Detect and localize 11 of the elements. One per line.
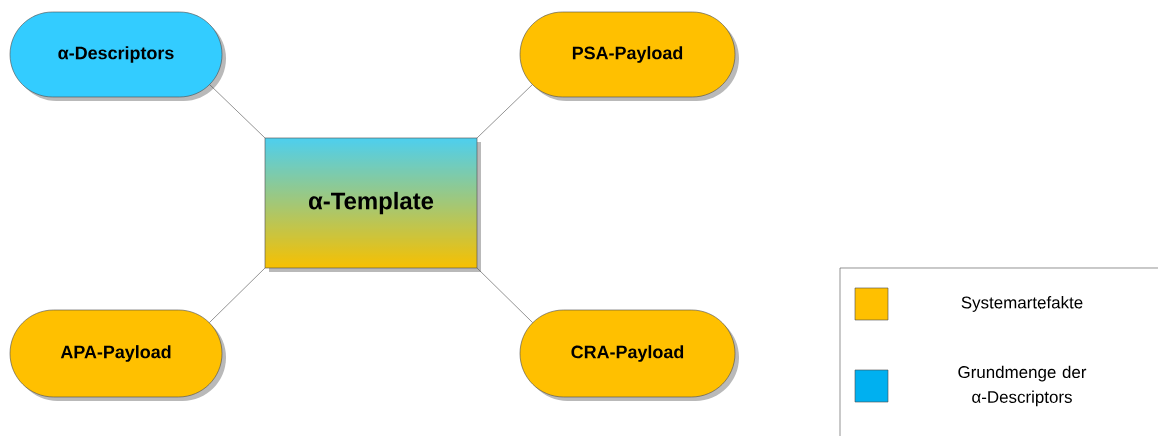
connector-line: [209, 84, 266, 139]
payload-pill: APA-Payload: [9, 309, 226, 401]
connector-line: [208, 267, 266, 324]
connector-line: [476, 84, 533, 139]
legend-label: Systemartefakte: [961, 296, 1083, 312]
payload-pill: PSA-Payload: [519, 11, 739, 101]
legend-label: Grundmenge der α-Descriptors: [958, 365, 1087, 407]
connector-line: [476, 267, 534, 324]
payload-pill: α-Descriptors: [9, 11, 226, 101]
template-box: α-Template: [264, 137, 481, 272]
payload-pill: CRA-Payload: [519, 309, 739, 401]
